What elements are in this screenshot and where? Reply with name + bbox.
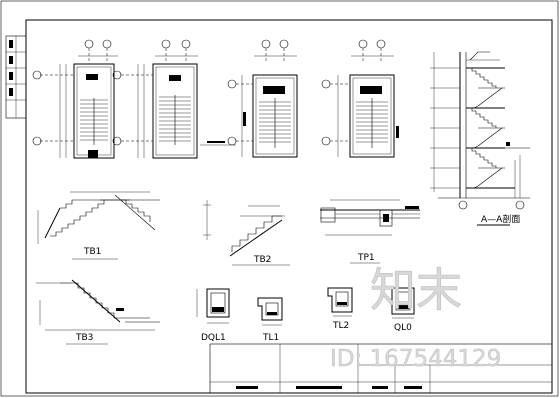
beam-section-dql1	[196, 288, 230, 324]
stair-flight-tb2	[203, 200, 285, 257]
landing-slab-tp1	[320, 199, 420, 236]
beam-section-tl1	[257, 297, 283, 326]
label-tl1: TL1	[262, 333, 279, 343]
stair-plan-3	[227, 39, 298, 158]
stair-plan-4	[321, 39, 399, 158]
label-dql1: DQL1	[201, 333, 226, 343]
beam-section-tl2	[327, 287, 353, 317]
label-tp1: TP1	[357, 253, 375, 263]
title-block	[209, 343, 553, 394]
binding-strip	[5, 35, 27, 119]
label-tb1: TB1	[83, 247, 101, 257]
section-title: A—A剖面	[481, 213, 520, 225]
stair-flight-tb1	[37, 191, 160, 244]
label-tb2: TB2	[253, 255, 271, 265]
section-a-a	[430, 51, 530, 210]
watermark-brand: 知末	[370, 263, 462, 317]
label-tb3: TB3	[75, 333, 93, 343]
label-ql0: QL0	[394, 323, 412, 333]
stair-flight-tb3	[36, 279, 160, 331]
sheet-inner-border	[25, 19, 553, 394]
watermark-id: ID: 167544129	[330, 346, 501, 372]
beam-section-ql0	[391, 287, 415, 319]
stair-plan-2	[112, 39, 236, 159]
stair-plan-1	[32, 39, 118, 159]
label-tl2: TL2	[332, 321, 349, 331]
